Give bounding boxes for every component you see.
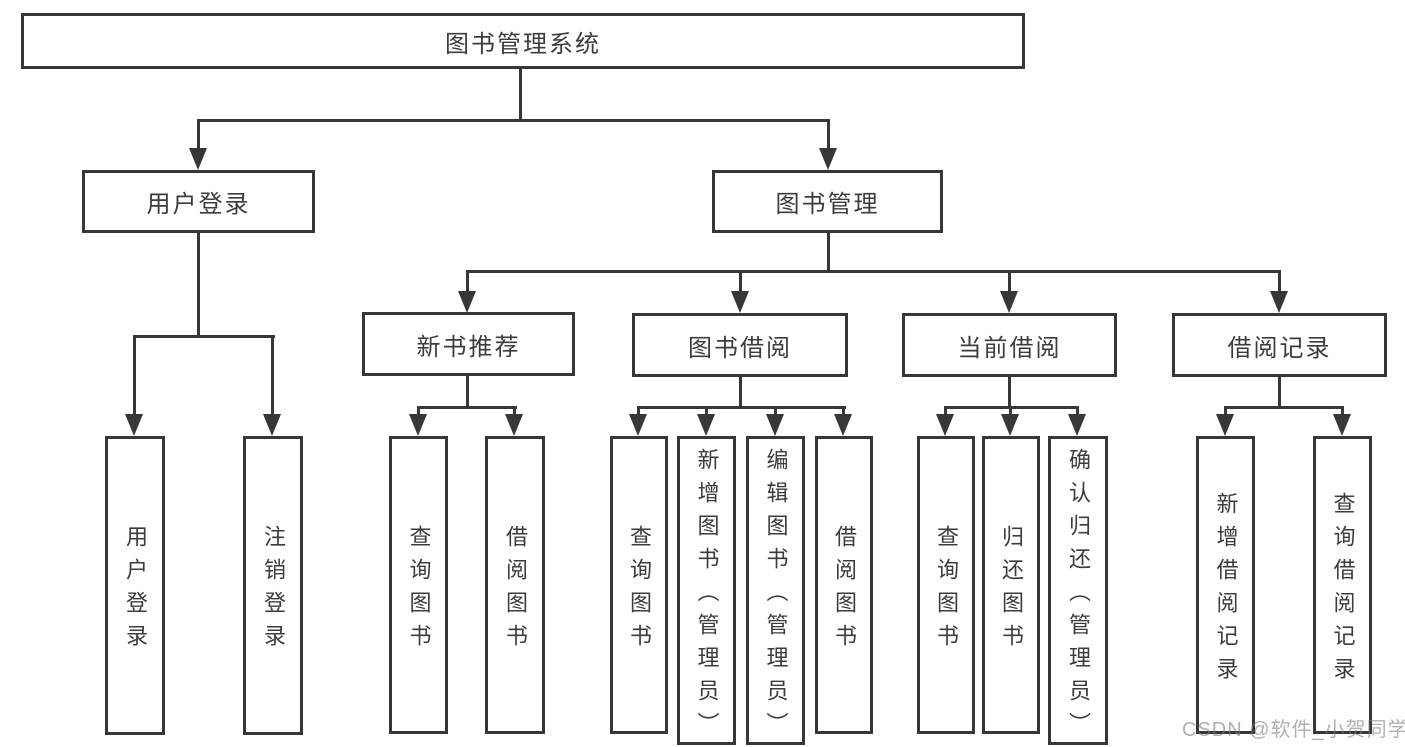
connector-line bbox=[944, 406, 947, 416]
leaf-add-borrow-record: 新增借阅记录 bbox=[1196, 436, 1255, 734]
connector-line bbox=[513, 406, 516, 416]
leaf-label: 查询图书 bbox=[406, 524, 432, 657]
arrow-down-icon bbox=[936, 414, 954, 436]
leaf-query-borrow-record: 查询借阅记录 bbox=[1313, 436, 1372, 734]
connector-line bbox=[637, 406, 640, 416]
arrow-down-icon bbox=[409, 414, 427, 436]
arrow-down-icon bbox=[629, 414, 647, 436]
arrow-down-icon bbox=[189, 148, 207, 170]
connector-line bbox=[774, 406, 777, 416]
arrow-down-icon bbox=[1333, 414, 1351, 436]
connector-line bbox=[466, 270, 469, 292]
connector-line bbox=[1341, 406, 1344, 416]
connector-line bbox=[197, 119, 200, 151]
connector-line bbox=[417, 406, 517, 409]
node-book-management: 图书管理 bbox=[712, 170, 943, 233]
arrow-down-icon bbox=[766, 414, 784, 436]
arrow-down-icon bbox=[125, 414, 143, 436]
arrow-down-icon bbox=[1270, 291, 1288, 313]
connector-line bbox=[519, 69, 522, 119]
connector-line bbox=[1008, 270, 1011, 292]
connector-line bbox=[1009, 406, 1012, 416]
arrow-down-icon bbox=[819, 148, 837, 170]
node-library-management-system: 图书管理系统 bbox=[21, 13, 1025, 69]
leaf-add-book-admin: 新增图书（管理员） bbox=[677, 436, 736, 745]
connector-line bbox=[739, 270, 742, 292]
connector-line bbox=[1278, 270, 1281, 292]
node-current-borrowing: 当前借阅 bbox=[902, 313, 1117, 377]
leaf-label: 新增图书（管理员） bbox=[694, 447, 720, 745]
leaf-label: 借阅图书 bbox=[503, 524, 528, 657]
connector-line bbox=[271, 335, 274, 415]
arrow-down-icon bbox=[458, 291, 476, 313]
connector-line bbox=[466, 270, 1281, 273]
leaf-label: 查询图书 bbox=[934, 524, 959, 657]
node-borrowing-records: 借阅记录 bbox=[1172, 313, 1387, 377]
connector-line bbox=[1008, 377, 1011, 406]
arrow-down-icon bbox=[1216, 414, 1234, 436]
leaf-label: 归还图书 bbox=[999, 524, 1024, 657]
leaf-label: 查询借阅记录 bbox=[1330, 491, 1356, 690]
node-new-book-recommendation: 新书推荐 bbox=[362, 312, 575, 376]
leaf-return-book: 归还图书 bbox=[982, 436, 1040, 734]
arrow-down-icon bbox=[731, 291, 749, 313]
connector-line bbox=[637, 406, 846, 409]
node-user-login: 用户登录 bbox=[82, 170, 315, 233]
leaf-label: 用户登录 bbox=[123, 525, 148, 657]
node-book-borrowing: 图书借阅 bbox=[632, 313, 848, 377]
connector-line bbox=[827, 119, 830, 151]
leaf-query-books-2: 查询图书 bbox=[610, 436, 668, 734]
leaf-confirm-return-admin: 确认归还（管理员） bbox=[1048, 436, 1108, 745]
leaf-label: 编辑图书（管理员） bbox=[763, 447, 789, 745]
connector-line bbox=[197, 119, 830, 122]
connector-line bbox=[197, 233, 200, 335]
leaf-query-books-1: 查询图书 bbox=[389, 436, 448, 734]
connector-line bbox=[1076, 406, 1079, 416]
leaf-logout: 注销登录 bbox=[243, 436, 303, 735]
connector-line bbox=[739, 377, 742, 406]
arrow-down-icon bbox=[697, 414, 715, 436]
leaf-label: 新增借阅记录 bbox=[1213, 491, 1239, 690]
connector-line bbox=[705, 406, 708, 416]
connector-line bbox=[827, 233, 830, 270]
connector-line bbox=[417, 406, 420, 416]
connector-line bbox=[1224, 406, 1227, 416]
connector-line bbox=[466, 376, 469, 406]
arrow-down-icon bbox=[834, 414, 852, 436]
connector-line bbox=[133, 335, 275, 338]
leaf-edit-book-admin: 编辑图书（管理员） bbox=[746, 436, 805, 745]
leaf-query-books-3: 查询图书 bbox=[917, 436, 975, 734]
leaf-label: 注销登录 bbox=[261, 525, 286, 657]
arrow-down-icon bbox=[1000, 291, 1018, 313]
leaf-borrow-books-1: 借阅图书 bbox=[485, 436, 545, 734]
arrow-down-icon bbox=[1068, 414, 1086, 436]
connector-line bbox=[1278, 377, 1281, 406]
connector-line bbox=[133, 335, 136, 415]
watermark-text: CSDN @软件_小贺同学 bbox=[1182, 719, 1405, 741]
leaf-label: 借阅图书 bbox=[832, 524, 857, 657]
arrow-down-icon bbox=[505, 414, 523, 436]
leaf-label: 查询图书 bbox=[627, 524, 652, 657]
leaf-label: 确认归还（管理员） bbox=[1066, 447, 1091, 745]
connector-line bbox=[1224, 406, 1344, 409]
arrow-down-icon bbox=[1001, 414, 1019, 436]
arrow-down-icon bbox=[263, 414, 281, 436]
leaf-borrow-books-2: 借阅图书 bbox=[815, 436, 873, 734]
leaf-user-login: 用户登录 bbox=[105, 436, 165, 735]
connector-line bbox=[842, 406, 845, 416]
